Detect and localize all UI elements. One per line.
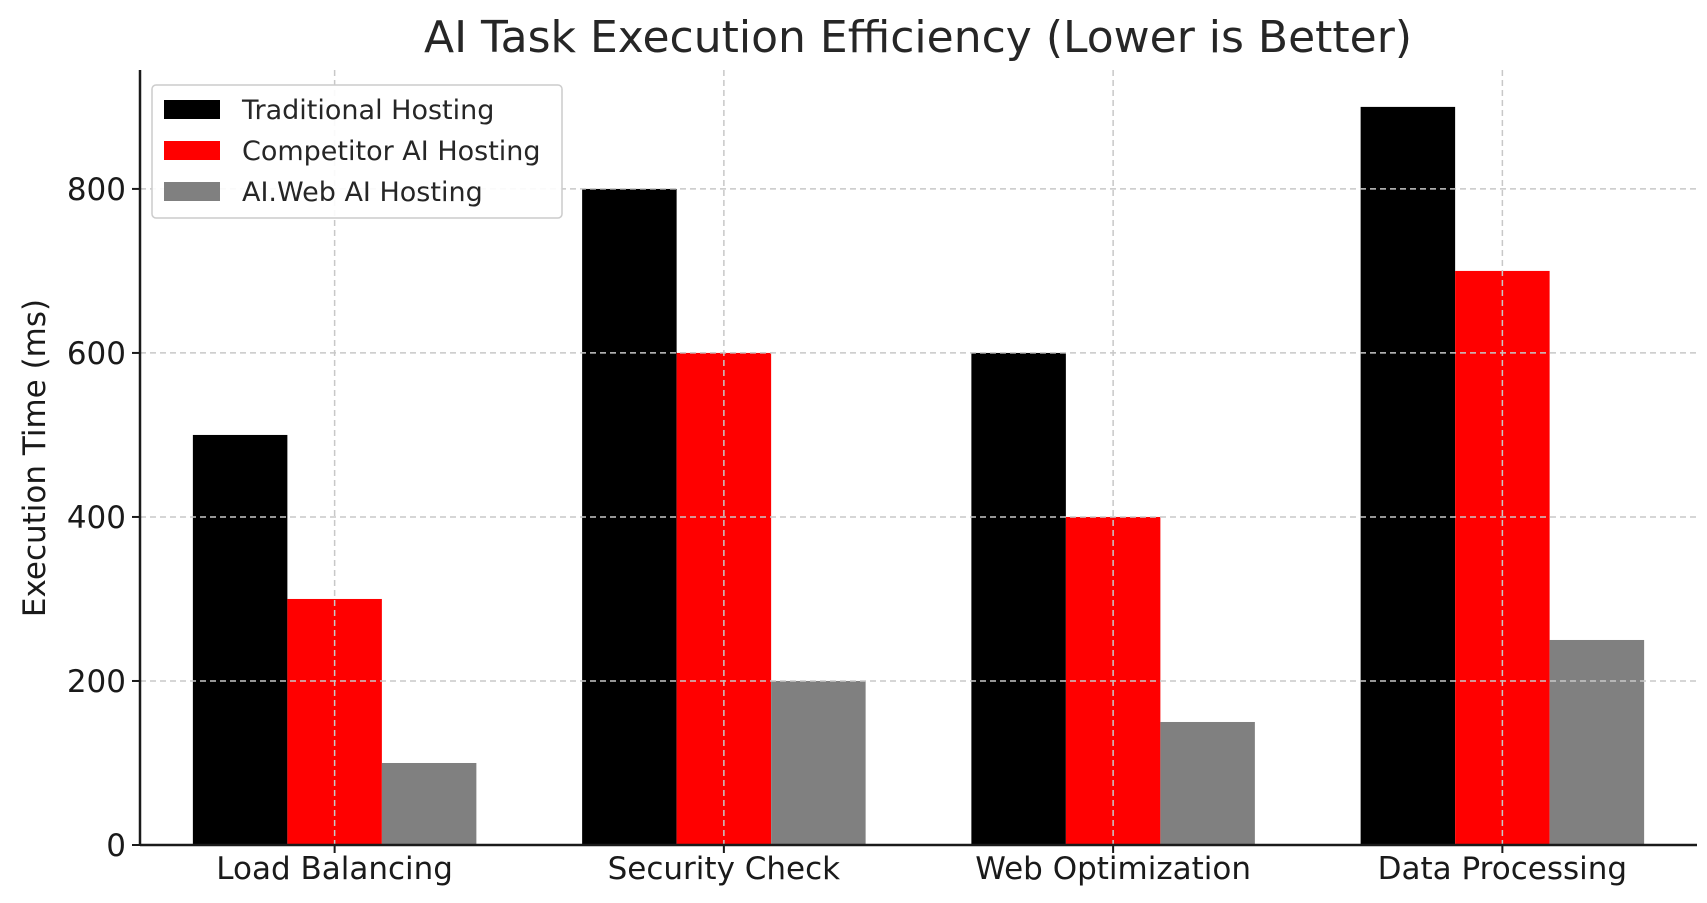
legend-swatch xyxy=(164,182,220,201)
y-tick-label: 800 xyxy=(67,172,126,208)
bar xyxy=(381,762,477,845)
legend-swatch xyxy=(164,100,220,119)
legend-label: AI.Web AI Hosting xyxy=(242,177,483,208)
legend-swatch xyxy=(164,141,220,160)
y-tick-label: 400 xyxy=(67,500,126,536)
grid xyxy=(140,70,1697,845)
bar xyxy=(1160,721,1255,845)
legend-label: Competitor AI Hosting xyxy=(242,136,541,167)
bar xyxy=(1549,639,1645,845)
bar xyxy=(971,352,1066,845)
bar xyxy=(1360,106,1456,845)
bar xyxy=(771,680,866,845)
y-tick-label: 0 xyxy=(106,828,126,864)
bar xyxy=(1455,270,1550,846)
axes xyxy=(138,70,1697,847)
y-axis-label: Execution Time (ms) xyxy=(17,299,53,617)
x-tick-label: Security Check xyxy=(608,851,841,887)
bar xyxy=(192,434,288,845)
y-tick-label: 600 xyxy=(67,336,126,372)
chart-title: AI Task Execution Efficiency (Lower is B… xyxy=(424,12,1412,63)
legend-label: Traditional Hosting xyxy=(241,95,494,126)
y-tick-label: 200 xyxy=(67,664,126,700)
x-tick-label: Web Optimization xyxy=(975,851,1251,887)
x-tick-label: Load Balancing xyxy=(216,851,453,887)
x-tick-label: Data Processing xyxy=(1378,851,1627,887)
legend-box xyxy=(151,84,563,219)
